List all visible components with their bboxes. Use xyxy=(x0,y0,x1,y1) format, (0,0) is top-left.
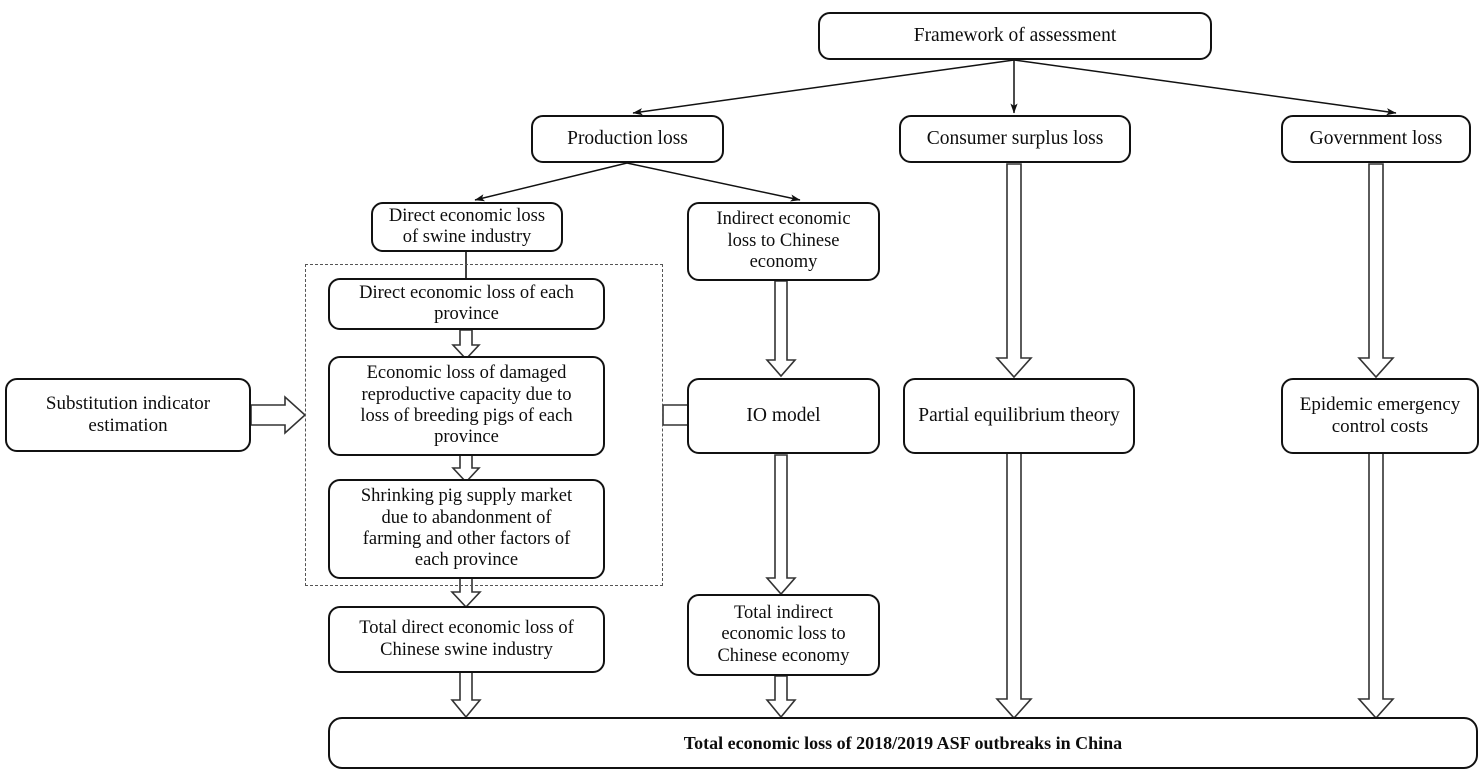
node-shrinking-pig-supply-market-label: Shrinking pig supply market due to aband… xyxy=(360,486,573,571)
edge-iomodel-to-totalindirect xyxy=(765,454,797,596)
node-total-direct-economic-loss-chinese-swine-industry-label: Total direct economic loss of Chinese sw… xyxy=(359,618,574,660)
node-io-model-label: IO model xyxy=(746,404,821,426)
node-total-indirect-economic-loss-chinese-economy-label: Total indirect economic loss to Chinese … xyxy=(717,602,850,666)
edge-framework-to-government xyxy=(1013,59,1397,116)
edge-production-to-direct-swine xyxy=(474,162,628,202)
node-epidemic-emergency-control-costs[interactable]: Epidemic emergency control costs xyxy=(1281,378,1479,454)
node-direct-economic-loss-swine-industry-label: Direct economic loss of swine industry xyxy=(388,205,546,247)
node-direct-economic-loss-each-province-label: Direct economic loss of each province xyxy=(359,282,574,324)
node-production-loss-label: Production loss xyxy=(567,127,688,149)
edge-epidemic-to-total xyxy=(1357,452,1395,720)
node-substitution-indicator-estimation[interactable]: Substitution indicator estimation xyxy=(5,378,251,452)
node-government-loss[interactable]: Government loss xyxy=(1281,115,1471,163)
node-partial-equilibrium-theory-label: Partial equilibrium theory xyxy=(918,404,1120,426)
node-consumer-surplus-loss-label: Consumer surplus loss xyxy=(926,127,1104,149)
node-total-direct-economic-loss-chinese-swine-industry[interactable]: Total direct economic loss of Chinese sw… xyxy=(328,606,605,673)
node-substitution-indicator-estimation-label: Substitution indicator estimation xyxy=(45,392,211,436)
edge-totalindirect-to-total xyxy=(765,675,797,719)
node-production-loss[interactable]: Production loss xyxy=(531,115,724,163)
edge-totaldirect-to-total xyxy=(450,671,482,719)
node-total-economic-loss-asf-outbreaks-label: Total economic loss of 2018/2019 ASF out… xyxy=(683,732,1123,753)
edge-framework-to-production xyxy=(632,59,1015,116)
node-io-model[interactable]: IO model xyxy=(687,378,880,454)
edge-substitution-to-group xyxy=(250,395,307,435)
edge-consumer-to-partial xyxy=(995,163,1033,379)
node-economic-loss-damaged-reproductive-capacity-label: Economic loss of damaged reproductive ca… xyxy=(360,363,573,448)
node-government-loss-label: Government loss xyxy=(1309,127,1443,149)
node-total-economic-loss-asf-outbreaks[interactable]: Total economic loss of 2018/2019 ASF out… xyxy=(328,717,1478,769)
node-direct-economic-loss-swine-industry[interactable]: Direct economic loss of swine industry xyxy=(371,202,563,252)
node-shrinking-pig-supply-market[interactable]: Shrinking pig supply market due to aband… xyxy=(328,479,605,579)
node-indirect-economic-loss-chinese-economy[interactable]: Indirect economic loss to Chinese econom… xyxy=(687,202,880,281)
node-total-indirect-economic-loss-chinese-economy[interactable]: Total indirect economic loss to Chinese … xyxy=(687,594,880,676)
node-epidemic-emergency-control-costs-label: Epidemic emergency control costs xyxy=(1299,393,1461,437)
edge-partial-to-total xyxy=(995,452,1033,720)
edge-production-to-indirect xyxy=(626,162,801,202)
node-indirect-economic-loss-chinese-economy-label: Indirect economic loss to Chinese econom… xyxy=(716,209,851,273)
node-consumer-surplus-loss[interactable]: Consumer surplus loss xyxy=(899,115,1131,163)
edge-government-to-epidemic xyxy=(1357,163,1395,379)
node-economic-loss-damaged-reproductive-capacity[interactable]: Economic loss of damaged reproductive ca… xyxy=(328,356,605,456)
edge-indirect-to-iomodel xyxy=(765,280,797,378)
node-direct-economic-loss-each-province[interactable]: Direct economic loss of each province xyxy=(328,278,605,330)
node-framework-of-assessment[interactable]: Framework of assessment xyxy=(818,12,1212,60)
node-partial-equilibrium-theory[interactable]: Partial equilibrium theory xyxy=(903,378,1135,454)
node-framework-of-assessment-label: Framework of assessment xyxy=(913,24,1117,46)
